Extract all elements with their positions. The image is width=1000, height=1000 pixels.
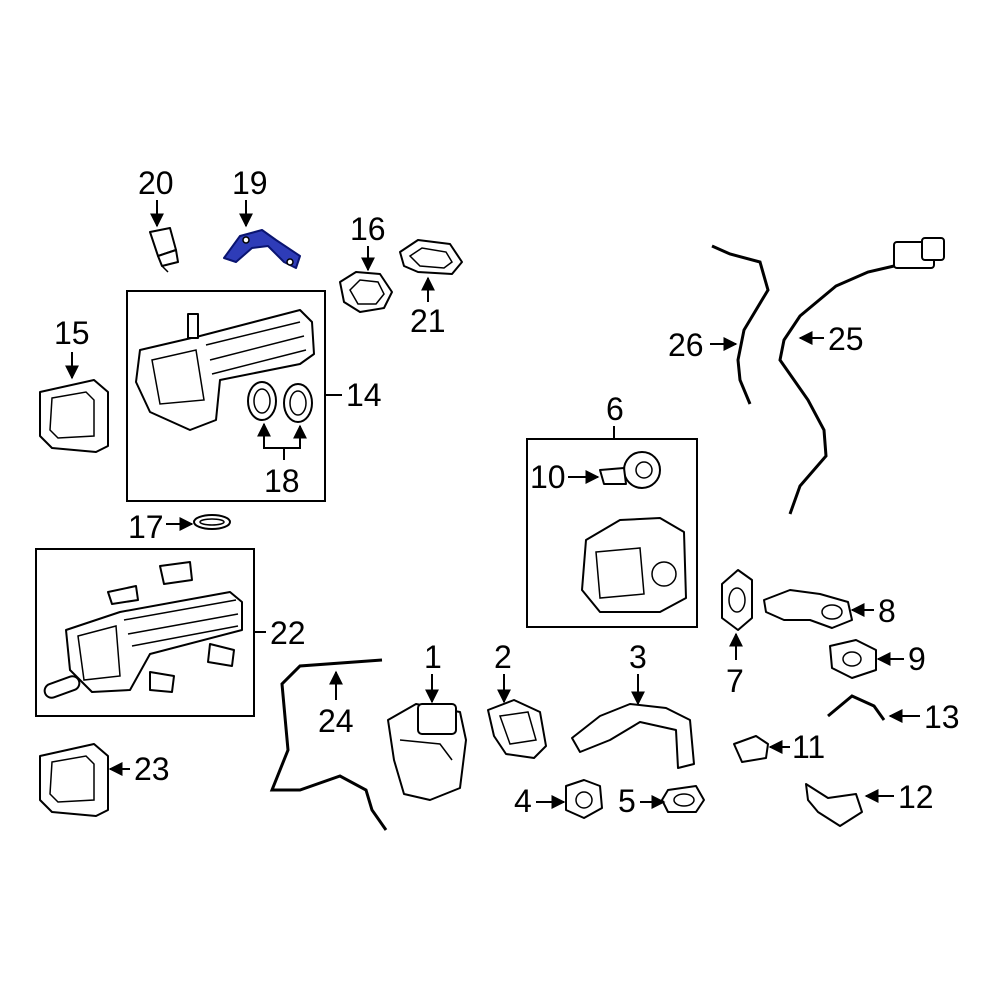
part-7-gasket[interactable] (721, 569, 753, 631)
callout-23: 23 (134, 751, 170, 787)
group-box-6 (526, 438, 698, 628)
callout-17: 17 (128, 509, 164, 545)
callout-6: 6 (606, 391, 624, 427)
part-20-sensor[interactable] (149, 227, 179, 273)
callout-1: 1 (424, 639, 442, 675)
part-26-sensor-wire[interactable] (711, 244, 770, 405)
part-5-gasket[interactable] (661, 785, 705, 813)
part-9-gasket[interactable] (829, 639, 877, 679)
callout-15: 15 (54, 315, 90, 351)
part-24-tube[interactable] (269, 658, 388, 831)
callout-18: 18 (264, 463, 300, 499)
callout-2: 2 (494, 639, 512, 675)
part-4-gasket[interactable] (565, 779, 603, 819)
part-10-actuator[interactable] (599, 451, 661, 489)
callout-4: 4 (514, 783, 532, 819)
part-1-egr-valve[interactable] (387, 703, 467, 801)
callout-24: 24 (318, 703, 354, 739)
part-6-egr-module[interactable] (581, 517, 687, 613)
callout-5: 5 (618, 783, 636, 819)
callout-20: 20 (138, 165, 174, 201)
part-2-adapter[interactable] (487, 699, 547, 759)
callout-8: 8 (878, 593, 896, 629)
part-14-egr-cooler[interactable] (135, 309, 315, 431)
part-21-gasket[interactable] (399, 239, 463, 275)
callout-22: 22 (270, 615, 306, 651)
part-19-bracket-highlighted[interactable] (223, 229, 301, 269)
leader-18 (263, 424, 301, 460)
callout-9: 9 (908, 641, 926, 677)
part-12-shield[interactable] (805, 783, 863, 827)
part-23-gasket[interactable] (39, 743, 109, 817)
callout-3: 3 (629, 639, 647, 675)
callout-14: 14 (346, 377, 382, 413)
part-16-gasket[interactable] (339, 271, 393, 313)
callout-10: 10 (530, 459, 566, 495)
callout-16: 16 (350, 211, 386, 247)
callout-21: 21 (410, 303, 446, 339)
part-11-bracket[interactable] (733, 735, 769, 763)
part-25-harness[interactable] (778, 237, 945, 515)
callout-25: 25 (828, 321, 864, 357)
part-22-egr-cooler-kit[interactable] (43, 561, 243, 700)
part-3-tube[interactable] (571, 703, 695, 769)
callout-13: 13 (924, 699, 960, 735)
part-8-elbow[interactable] (763, 589, 853, 629)
part-18-gaskets[interactable] (247, 381, 313, 423)
callout-7: 7 (726, 663, 744, 699)
part-17-o-ring[interactable] (193, 514, 231, 530)
part-15-gasket[interactable] (39, 379, 109, 453)
callout-12: 12 (898, 779, 934, 815)
callout-19: 19 (232, 165, 268, 201)
part-13-hose[interactable] (827, 694, 886, 721)
callout-11: 11 (792, 729, 825, 765)
callout-26: 26 (668, 327, 704, 363)
